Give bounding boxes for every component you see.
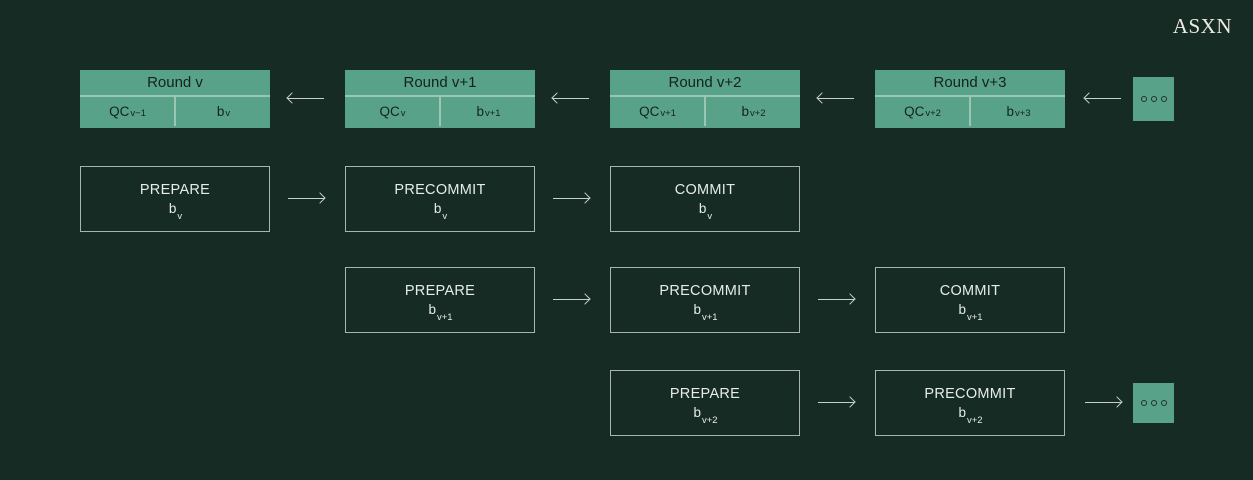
phase-box-prepare-v: PREPARE bv	[80, 166, 270, 232]
arrow-left-icon	[818, 98, 854, 99]
ellipsis-dot-icon	[1150, 400, 1157, 406]
arrow-right-icon	[553, 198, 589, 199]
ellipsis-dot-icon	[1140, 96, 1147, 102]
arrow-right-icon	[1085, 402, 1121, 403]
phase-box-prepare-v2: PREPARE bv+2	[610, 370, 800, 436]
arrow-left-icon	[288, 98, 324, 99]
phase-label: COMMIT	[939, 283, 1001, 299]
phase-label: PRECOMMIT	[394, 182, 486, 198]
round-title: Round v+2	[610, 70, 800, 97]
ellipsis-dot-icon	[1140, 400, 1147, 406]
arrow-right-icon	[288, 198, 324, 199]
phase-label: PREPARE	[404, 283, 476, 299]
arrow-left-icon	[1085, 98, 1121, 99]
ellipsis-box	[1133, 383, 1174, 423]
block-label: bv	[433, 201, 448, 222]
block-label: bv	[698, 201, 713, 222]
arrow-right-icon	[818, 402, 854, 403]
block-label: bv+1	[693, 302, 718, 323]
phase-box-precommit-v1: PRECOMMIT bv+1	[610, 267, 800, 333]
phase-label: COMMIT	[674, 182, 736, 198]
block-label: bv+1	[958, 302, 983, 323]
phase-box-commit-v: COMMIT bv	[610, 166, 800, 232]
arrow-left-icon	[553, 98, 589, 99]
round-title: Round v	[80, 70, 270, 97]
phase-label: PRECOMMIT	[659, 283, 751, 299]
ellipsis-dot-icon	[1160, 96, 1167, 102]
brand-logo: ASXN	[1172, 14, 1232, 38]
phase-box-prepare-v1: PREPARE bv+1	[345, 267, 535, 333]
phase-box-commit-v1: COMMIT bv+1	[875, 267, 1065, 333]
phase-label: PREPARE	[669, 386, 741, 402]
phase-box-precommit-v: PRECOMMIT bv	[345, 166, 535, 232]
ellipsis-box	[1133, 77, 1174, 121]
arrow-right-icon	[553, 299, 589, 300]
block-label: bv+1	[428, 302, 453, 323]
block-label: bv+2	[958, 405, 983, 426]
round-title: Round v+1	[345, 70, 535, 97]
block-label: bv	[168, 201, 183, 222]
phase-box-precommit-v2: PRECOMMIT bv+2	[875, 370, 1065, 436]
ellipsis-dot-icon	[1150, 96, 1157, 102]
phase-label: PRECOMMIT	[924, 386, 1016, 402]
round-title: Round v+3	[875, 70, 1065, 97]
block-label: bv+2	[693, 405, 718, 426]
ellipsis-dot-icon	[1160, 400, 1167, 406]
arrow-right-icon	[818, 299, 854, 300]
phase-label: PREPARE	[139, 182, 211, 198]
